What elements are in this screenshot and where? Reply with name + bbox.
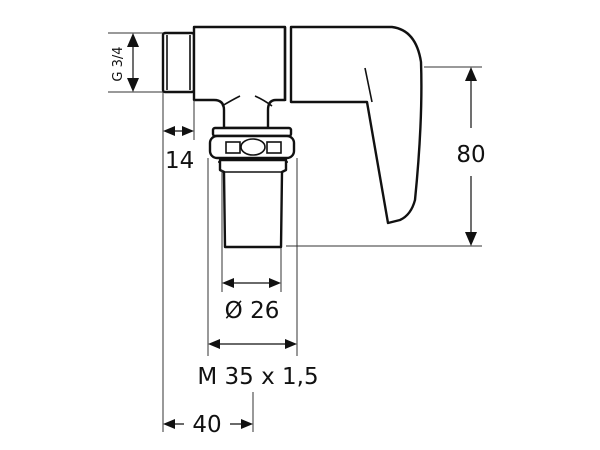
body-block bbox=[192, 25, 287, 130]
thread-size-label: G 3/4 bbox=[111, 46, 126, 81]
height-label: 80 bbox=[456, 142, 485, 168]
dimension-thread-size: G 3/4 bbox=[111, 33, 139, 92]
union-nut bbox=[208, 126, 296, 168]
offset-label: 40 bbox=[192, 412, 221, 438]
dimension-height: 80 bbox=[456, 67, 486, 246]
tail-diameter-label: Ø 26 bbox=[225, 298, 280, 324]
dimension-thread-length: 14 bbox=[163, 126, 194, 174]
tailpiece bbox=[218, 158, 288, 249]
lever-handle bbox=[289, 25, 423, 225]
dimension-offset: 40 bbox=[163, 412, 253, 438]
extension-lines bbox=[108, 32, 482, 432]
dimension-nut-thread: M 35 x 1,5 bbox=[197, 339, 319, 390]
thread-length-label: 14 bbox=[165, 148, 194, 174]
dimension-tail-diameter: Ø 26 bbox=[222, 278, 281, 324]
valve-body bbox=[161, 25, 292, 130]
nut-thread-label: M 35 x 1,5 bbox=[197, 364, 318, 390]
